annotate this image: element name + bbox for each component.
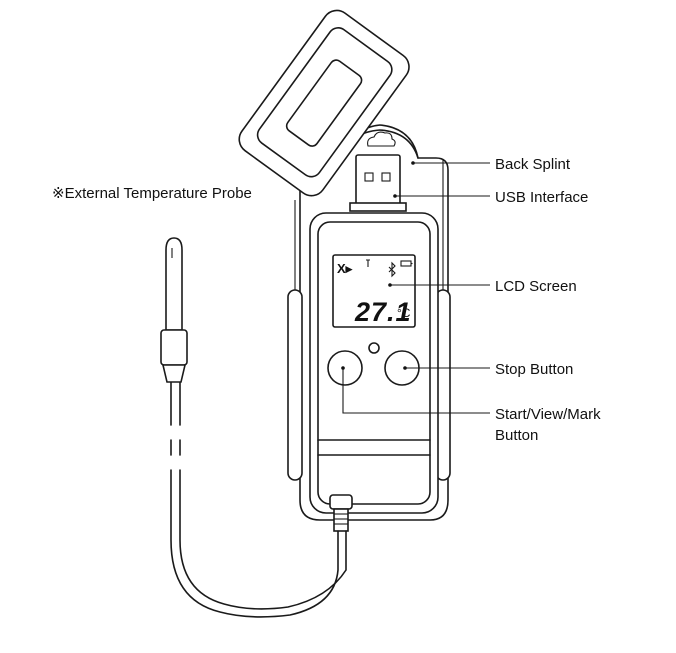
cloud-icon: [367, 131, 396, 147]
stop-button-label: Stop Button: [495, 361, 573, 378]
leader-lines: [341, 161, 490, 414]
lcd-screen: X▸ 27.1 °C: [332, 254, 416, 328]
start-button-label-line2: Button: [495, 427, 538, 444]
external-probe-label: ※External Temperature Probe: [52, 185, 252, 202]
usb-interface-label: USB Interface: [495, 189, 588, 206]
bluetooth-icon: [388, 261, 396, 278]
back-splint-label: Back Splint: [495, 156, 571, 173]
thermometer-icon: [366, 259, 370, 267]
start-button-label-line1: Start/View/Mark: [495, 406, 601, 423]
probe-connector: [329, 494, 353, 532]
usb-interface: [349, 154, 407, 212]
lcd-screen-label: LCD Screen: [495, 278, 577, 295]
external-temperature-probe: [160, 237, 188, 383]
start-view-mark-button[interactable]: [327, 350, 363, 386]
probe-cable: [170, 379, 347, 618]
lcd-mode-indicator: X▸: [337, 261, 354, 276]
indicator-led: [368, 342, 380, 354]
lcd-temperature-reading: 27.1: [354, 297, 412, 327]
lcd-unit: °C: [397, 306, 411, 320]
back-splint: [287, 124, 451, 521]
cover-flap: [238, 9, 410, 197]
